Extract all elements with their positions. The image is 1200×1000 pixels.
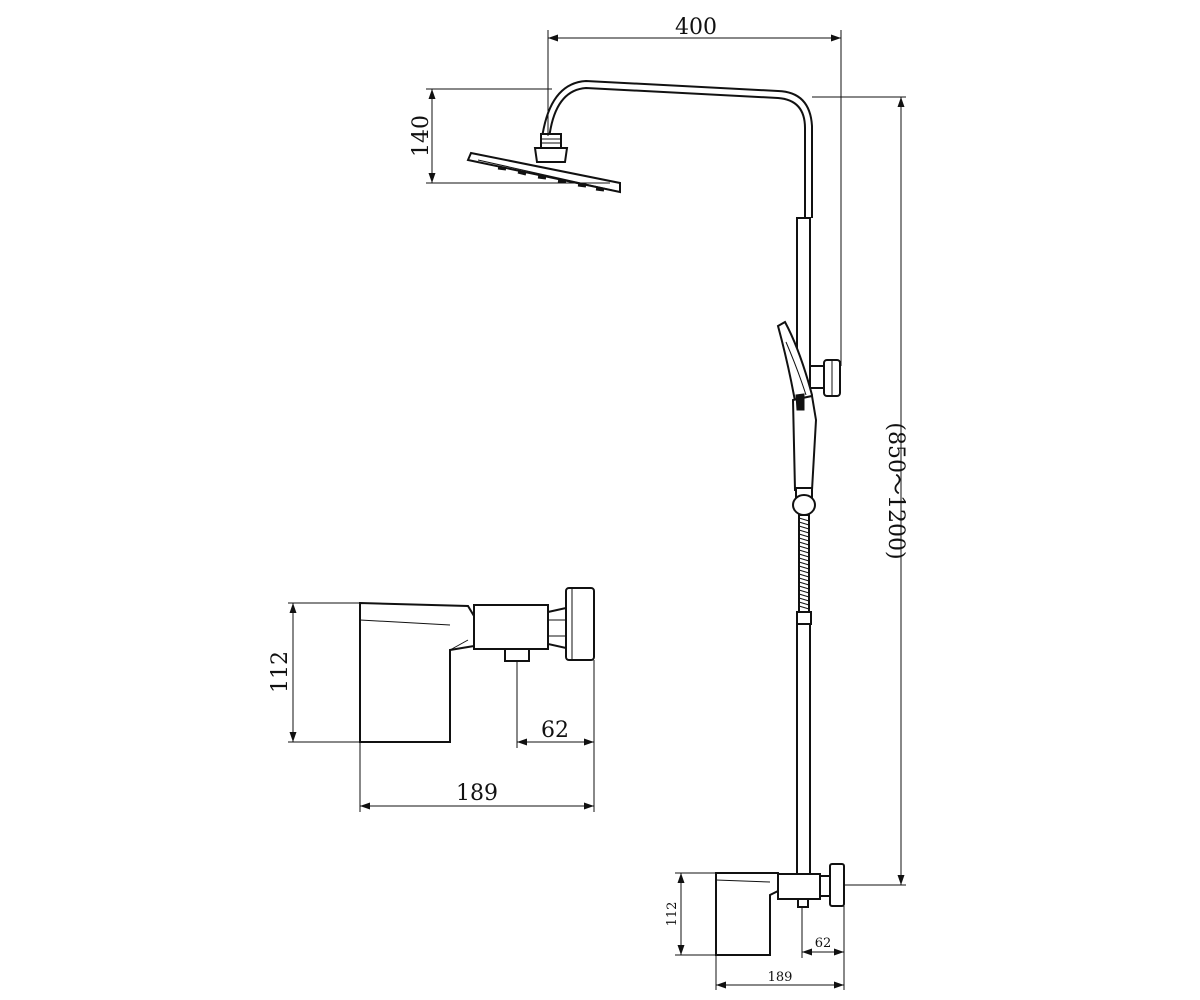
shower-hose xyxy=(796,514,812,625)
hand-shower-holder xyxy=(792,494,816,516)
rain-shower-head xyxy=(466,151,621,194)
dim-400-label: 400 xyxy=(675,15,717,40)
bottom-mixer xyxy=(715,863,845,956)
dim-mixer-112-label: 112 xyxy=(665,902,680,927)
mixer-detail-view xyxy=(359,587,595,743)
shower-column xyxy=(466,79,845,956)
dim-140-label: 140 xyxy=(409,115,434,157)
dim-mixer-62-label: 62 xyxy=(815,936,832,951)
dim-mixer-189-label: 189 xyxy=(768,970,793,985)
dimension-labels: 400 140 (850～1200) 112 62 189 112 62 189 xyxy=(268,15,908,985)
dim-detail-189-label: 189 xyxy=(456,781,498,806)
dimension-lines xyxy=(288,30,906,990)
lower-riser-tube xyxy=(796,623,811,875)
dim-detail-62-label: 62 xyxy=(541,718,569,743)
head-swivel-nut xyxy=(540,133,562,149)
hand-shower xyxy=(776,320,818,499)
shower-arm xyxy=(548,86,806,218)
upper-wall-bracket xyxy=(809,359,841,397)
dim-detail-112-label: 112 xyxy=(268,651,293,693)
dim-rail-label: (850～1200) xyxy=(883,422,908,559)
